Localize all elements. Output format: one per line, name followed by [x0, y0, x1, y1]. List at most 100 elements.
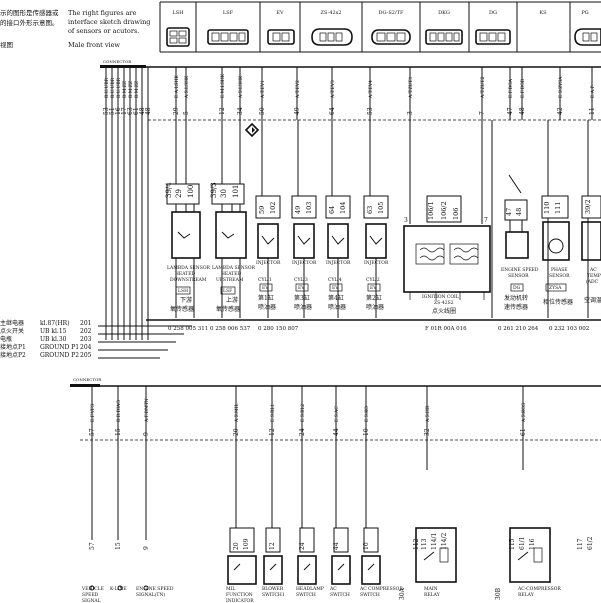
injector-cn-2: 喷油器	[294, 303, 312, 311]
bottom-wire-label: E.S.BL1	[270, 404, 276, 422]
pin-106: 106	[452, 208, 460, 220]
injector-code-box	[367, 283, 381, 292]
pin-101: 101	[232, 185, 240, 198]
header-cell-lsh: LSH	[172, 10, 184, 16]
signal-wire-pin: 29	[173, 107, 180, 115]
power-row-cn: 点火开关	[0, 327, 24, 335]
bottom-device-pin-box	[229, 527, 255, 553]
bottom-device-en-3: INDICATOR	[226, 598, 254, 603]
phase-sensor: 110 111 PHASE SENSOR ZYSA 相位传感器	[541, 120, 573, 318]
injector-pin-b: 104	[339, 202, 347, 214]
signal-wire-label: A.S.LSHK	[238, 75, 244, 99]
dg-cn-2: 速传感器	[504, 303, 528, 311]
connector-sketch-dg	[475, 29, 511, 45]
injector-pin-a: 63	[366, 206, 374, 214]
injector-label-en: INJECTOR	[364, 260, 389, 266]
ignition-coil-cn: 点火线圈	[432, 307, 456, 315]
bottom-wire-label: E.S.BL2	[300, 404, 306, 422]
bottom-device-body	[227, 555, 257, 585]
signal-wire-label: A.T.EV4	[368, 80, 374, 99]
signal-wire-pin: 49	[294, 107, 301, 115]
injector-code: EV	[370, 285, 377, 291]
bundle-wire-label: B.M.ZZ	[122, 81, 128, 98]
zysa-en-1: PHASE	[551, 267, 568, 273]
injector-coil-mark	[261, 235, 275, 245]
bottom-device-en-1: ENGINE SPEED	[136, 586, 174, 592]
part-number-phase: 0 232 103 002	[549, 326, 589, 332]
legend-cn-1: 示的图形是传感器或	[0, 8, 59, 17]
bottom-wire-label: A.S.MIL	[234, 404, 240, 423]
lsf-en-3: UPSTREAM	[216, 277, 244, 283]
bottom-device-terminal	[143, 585, 149, 591]
signal-wire-label: E.F.DGB	[520, 78, 526, 98]
relay-body	[415, 527, 457, 583]
injector-label-en: INJECTOR	[256, 260, 281, 266]
connector-sketch-pg	[574, 28, 601, 46]
signal-wire-label: E.A.LSHK	[174, 75, 180, 98]
injector-body	[293, 223, 315, 259]
power-row-num: 201	[80, 320, 91, 327]
pin-100: 100	[187, 185, 195, 198]
bottom-wire-label: E.S.AC	[334, 406, 340, 422]
zysa-en-2: SENSOR	[549, 273, 570, 279]
injector-body	[327, 223, 349, 259]
bottom-device-body	[331, 555, 351, 585]
bottom-device-en-2: SWITCH	[296, 592, 316, 598]
bottom-device: K-LINE	[110, 585, 127, 592]
bottom-device-en-2: SWITCH	[330, 592, 350, 598]
bottom-device-body	[361, 555, 381, 585]
connector-sketch-dg-s2	[371, 29, 411, 45]
power-row-en: kl.87(HR)	[40, 320, 70, 327]
injector-pin-a: 64	[328, 206, 336, 214]
bottom-device-en-1: AC-COMPRESSOR	[517, 586, 561, 592]
bottom-pin: 24	[299, 542, 306, 550]
injector-label-cyl: CYL.4	[328, 277, 342, 283]
bottom-wire-label: A.F.DMTN	[144, 398, 150, 423]
top-connector: CONNECTOR	[100, 59, 601, 68]
lsh-en-3: DOWNSTREAM	[170, 277, 207, 283]
bottom-device-en-1: BLOWER	[262, 586, 284, 592]
bottom-pin: 61/1	[519, 537, 526, 550]
injector-label-cyl: CYL.3	[294, 277, 308, 283]
pin-39-2: 39/2	[584, 199, 592, 214]
injector-cn-1: 第3缸	[294, 294, 310, 302]
lsf-code: LSF	[223, 288, 232, 294]
bottom-wire-pin: 9	[143, 432, 150, 436]
power-row-en: UB kl.15	[40, 328, 67, 335]
diamond-symbol	[244, 122, 260, 138]
bottom-device-en-1: AC	[329, 586, 337, 592]
lsf-cn-2: 氧传感器	[216, 305, 240, 313]
header-cell-zs: ZS-42s2	[321, 10, 342, 16]
bundle-wire-label: B.U.UBR	[104, 77, 110, 98]
bottom-wire-pin: 57	[89, 428, 96, 436]
injector-cn-2: 喷油器	[258, 303, 276, 311]
lsh-cn-2: 氧传感器	[170, 305, 194, 313]
bottom-device-en-2: SIGNAL(TN)	[136, 591, 165, 598]
relay-contact	[517, 551, 529, 561]
injector-cn-1: 第1缸	[258, 294, 274, 302]
injector-cn-2: 喷油器	[328, 303, 346, 311]
signal-wire-pin: 48	[519, 107, 526, 115]
power-row-num: 202	[80, 328, 92, 335]
signal-wire-pin: 50	[259, 107, 266, 115]
bottom-pin: 20	[233, 542, 240, 550]
dg-en-2: SENSOR	[508, 273, 529, 279]
dg-code: DG	[513, 285, 521, 291]
dg-en-1: ENGINE SPEED	[501, 267, 539, 273]
pin-106-2: 106/2	[440, 201, 448, 220]
part-number-dg: 0 261 210 264	[498, 326, 539, 332]
pin-coil-3: 3	[404, 217, 408, 224]
power-row-en: UB kl.30	[40, 336, 67, 343]
bottom-device-en-1: MIL	[226, 586, 235, 592]
signal-wire-label: E.F.DGA	[508, 78, 514, 98]
bottom-pin: 116	[529, 538, 536, 550]
bottom-wire-label: E.F.VFS	[90, 404, 96, 422]
relay-coil	[533, 547, 543, 563]
lsf-en-2: HEATED	[221, 271, 241, 277]
